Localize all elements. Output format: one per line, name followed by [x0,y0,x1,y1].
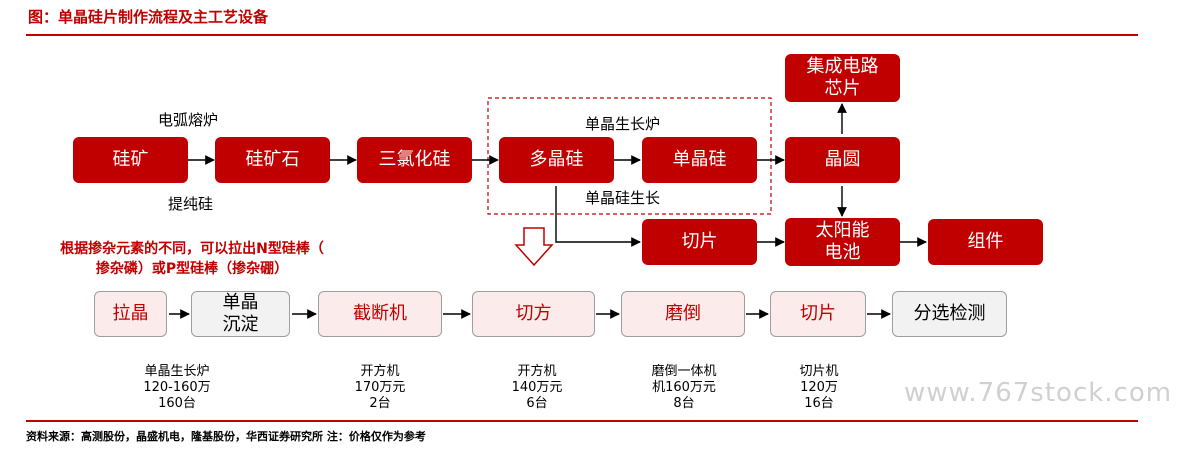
equipment-count: 6台 [526,396,548,411]
doping-note-line1: 根据掺杂元素的不同，可以拉出N型硅棒（ [60,241,324,257]
hollow-down-arrow [514,227,554,267]
box-solar-cell: 太阳能 电池 [785,218,900,266]
equipment-count: 8台 [673,396,695,411]
page-title: 图：单晶硅片制作流程及主工艺设备 [28,8,269,26]
equipment-count: 16台 [804,396,834,411]
box-silicon-ore-stone: 硅矿石 [215,137,330,183]
label-purified-silicon: 提纯硅 [168,195,214,213]
box-silicon-ore: 硅矿 [73,137,188,183]
step-sorting-inspection: 分选检测 [892,291,1007,337]
box-trichlorosilane: 三氯化硅 [357,137,472,183]
watermark: www.767stock.com [904,378,1173,408]
label-mono-furnace: 单晶生长炉 [585,115,661,133]
equipment-price: 140万元 [511,380,563,395]
step-cropping-machine: 截断机 [318,291,442,337]
doping-note-line2: 掺杂磷）或P型硅棒（掺杂硼） [95,261,289,277]
equipment-name: 磨倒一体机 [651,364,717,379]
equipment-count: 2台 [369,396,391,411]
equipment-caption: 开方机 170万元 2台 [325,364,435,412]
equipment-count: 160台 [158,396,196,411]
label-arc-furnace: 电弧熔炉 [158,111,219,129]
equipment-price: 120万 [800,380,838,395]
equipment-caption: 切片机 120万 16台 [764,364,874,412]
arrow-poly-to-slice [555,186,641,247]
title-divider [26,34,1138,36]
equipment-name: 开方机 [360,364,400,379]
equipment-price: 170万元 [354,380,406,395]
equipment-price: 120-160万 [143,380,211,395]
equipment-name: 单晶生长炉 [144,364,210,379]
step-grinding: 磨倒 [621,291,745,337]
equipment-caption: 磨倒一体机 机160万元 8台 [629,364,739,412]
step-squaring: 切方 [472,291,595,337]
box-monosilicon: 单晶硅 [642,137,757,183]
box-module: 组件 [928,219,1043,265]
box-slice: 切片 [642,219,757,265]
equipment-caption: 单晶生长炉 120-160万 160台 [122,364,232,412]
step-crystal-pulling: 拉晶 [94,291,167,337]
source-note: 资料来源：高测股份，晶盛机电，隆基股份，华西证券研究所 注：价格仅作为参考 [26,430,426,443]
footer-divider [26,420,1138,422]
doping-note: 根据掺杂元素的不同，可以拉出N型硅棒（ 掺杂磷）或P型硅棒（掺杂硼） [22,239,362,279]
label-mono-growth: 单晶硅生长 [585,189,661,207]
equipment-name: 开方机 [517,364,557,379]
box-wafer: 晶圆 [785,137,900,183]
box-ic-chip: 集成电路 芯片 [785,54,900,102]
equipment-caption: 开方机 140万元 6台 [482,364,592,412]
box-polysilicon: 多晶硅 [499,137,614,183]
equipment-name: 切片机 [799,364,839,379]
equipment-price: 机160万元 [652,380,716,395]
step-crystal-settling: 单晶 沉淀 [191,291,290,337]
mono-growth-dashed-group [487,97,772,215]
step-slicing: 切片 [770,291,866,337]
